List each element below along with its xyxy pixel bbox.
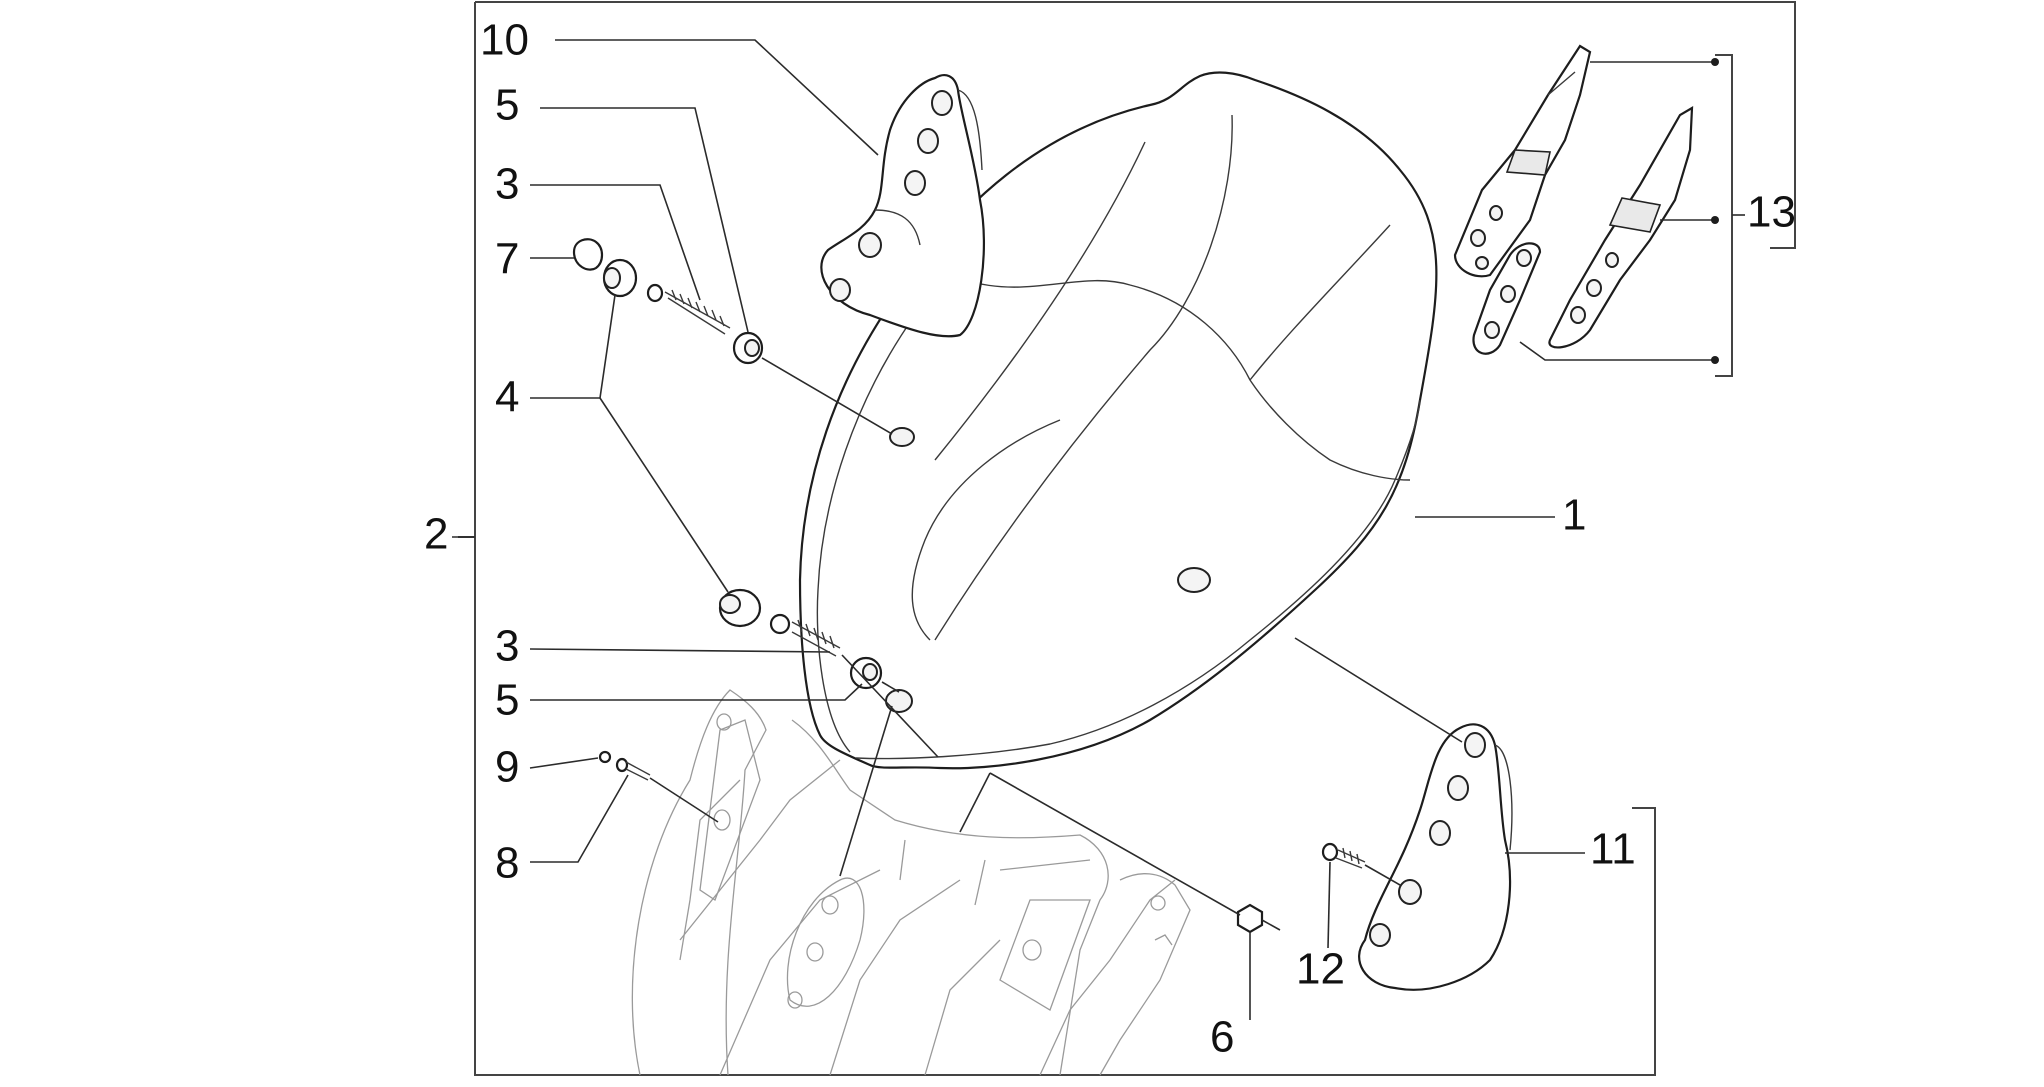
grommet-part-4-upper [602, 258, 638, 298]
bracket-part-11 [1358, 723, 1513, 991]
leader-8-extend [649, 777, 719, 823]
assembly-frame-2 [474, 1, 1796, 1076]
screw-part-3-upper [646, 283, 731, 335]
leader-13-bottom [1519, 341, 1715, 361]
screw-part-3-lower [769, 613, 841, 657]
leader-5a [540, 107, 749, 333]
callout-6: 6 [1210, 1013, 1234, 1062]
grommet-part-5-upper [732, 331, 764, 365]
callout-5-upper: 5 [495, 81, 519, 130]
leader-3b [529, 648, 831, 653]
callout-8: 8 [495, 839, 519, 888]
leader-10 [555, 39, 879, 156]
leader-1-lower [1294, 637, 1463, 743]
callout-labels: 10 5 3 7 4 2 3 5 9 8 1 13 11 12 6 [424, 16, 1796, 1062]
grommet-part-5-lower [849, 656, 883, 690]
washer-part-9 [598, 750, 612, 764]
windscreen-contour-4 [934, 141, 1146, 461]
callout-2: 2 [424, 510, 448, 559]
leader-5b-extend [881, 681, 900, 693]
callout-12: 12 [1296, 945, 1345, 994]
fasteners [572, 238, 1366, 934]
leader-3b-extend [841, 654, 939, 758]
windscreen-hole-center [1177, 567, 1211, 593]
callout-7: 7 [495, 235, 519, 284]
windscreen-contour-3 [1249, 224, 1391, 381]
leader-6-extend [989, 772, 1281, 931]
callout-13: 13 [1747, 188, 1796, 237]
callout-5-lower: 5 [495, 676, 519, 725]
grommet-part-4-lower [718, 588, 762, 628]
leader-5b [530, 683, 863, 701]
leader-5a-extend [761, 357, 893, 435]
callout-9: 9 [495, 743, 519, 792]
windscreen-hole-lower [885, 689, 913, 713]
callout-3-upper: 3 [495, 160, 519, 209]
leader-4-upper [530, 294, 616, 399]
windscreen-lower-lip [855, 399, 1421, 760]
leader-8 [530, 774, 629, 863]
leader-12 [1327, 861, 1331, 949]
leader-13-dot-top [1711, 58, 1719, 66]
callout-3-lower: 3 [495, 622, 519, 671]
callout-4: 4 [495, 373, 519, 422]
callout-11: 11 [1590, 825, 1636, 874]
callout-10: 10 [480, 16, 529, 65]
leader-3a [530, 184, 701, 301]
windscreen-inner-edge [816, 314, 916, 753]
leader-12-extend [1364, 864, 1401, 886]
windscreen-contour-1 [934, 114, 1233, 641]
leader-9 [529, 757, 599, 769]
leader-13-dot-bottom [1711, 356, 1719, 364]
screw-part-12 [1321, 842, 1366, 869]
windscreen-hole-upper [889, 427, 915, 447]
windscreen-inner-curve [911, 419, 1061, 641]
callout-1: 1 [1562, 491, 1586, 540]
leader-13-dot-mid [1711, 216, 1719, 224]
leader-fairing-bracket [839, 705, 893, 877]
leader-lines [452, 39, 1745, 1020]
lower-fairing-outline [631, 689, 1191, 1076]
bracket-part-10 [820, 74, 985, 338]
screw-part-8 [615, 757, 651, 781]
windscreen-contour-2 [964, 279, 1411, 481]
cap-part-7 [572, 238, 604, 271]
leader-6-fairing [959, 772, 991, 833]
bracket-set-part-13 [1453, 44, 1694, 355]
nut-part-6 [1236, 903, 1264, 934]
assembly-frame-13 [1715, 54, 1733, 377]
leader-4-lower [599, 397, 729, 593]
